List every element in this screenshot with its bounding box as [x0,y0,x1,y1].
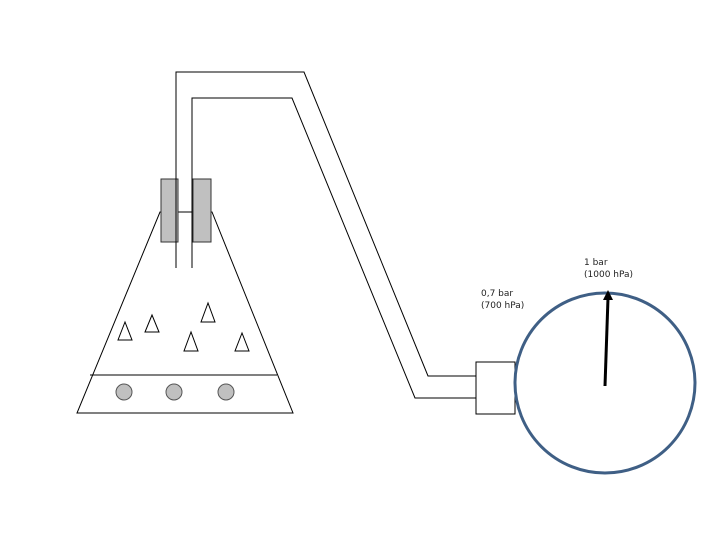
needle-arrowhead-icon [603,290,613,300]
triangle-particle [183,330,199,352]
triangle-particle [200,301,216,323]
gauge-needle [603,297,610,387]
stopper-right-half [192,178,212,243]
low-pressure-label: 0,7 bar (700 hPa) [481,289,524,311]
low-pressure-label-line2: (700 hPa) [481,301,524,311]
bead [115,383,133,401]
bead [165,383,183,401]
pressure-gauge [513,290,697,475]
triangle-particle [144,313,160,333]
low-pressure-label-line1: 0,7 bar [481,289,513,299]
tube-inner-wall [191,97,477,399]
high-pressure-label-line1: 1 bar [584,258,608,268]
bead [217,383,235,401]
flask-body [76,211,294,414]
high-pressure-label-line2: (1000 hPa) [584,270,633,280]
triangle-particle [234,331,250,352]
triangle-group [117,301,250,352]
high-pressure-label: 1 bar (1000 hPa) [584,258,633,280]
gauge-connector [475,361,516,415]
triangle-particle [117,320,133,341]
stopper-left-half [160,178,179,243]
erlenmeyer-flask [76,211,294,414]
rubber-stopper [160,178,212,243]
tube-outer-wall [175,71,477,377]
bead-group [115,383,235,401]
connecting-tube [175,71,477,399]
